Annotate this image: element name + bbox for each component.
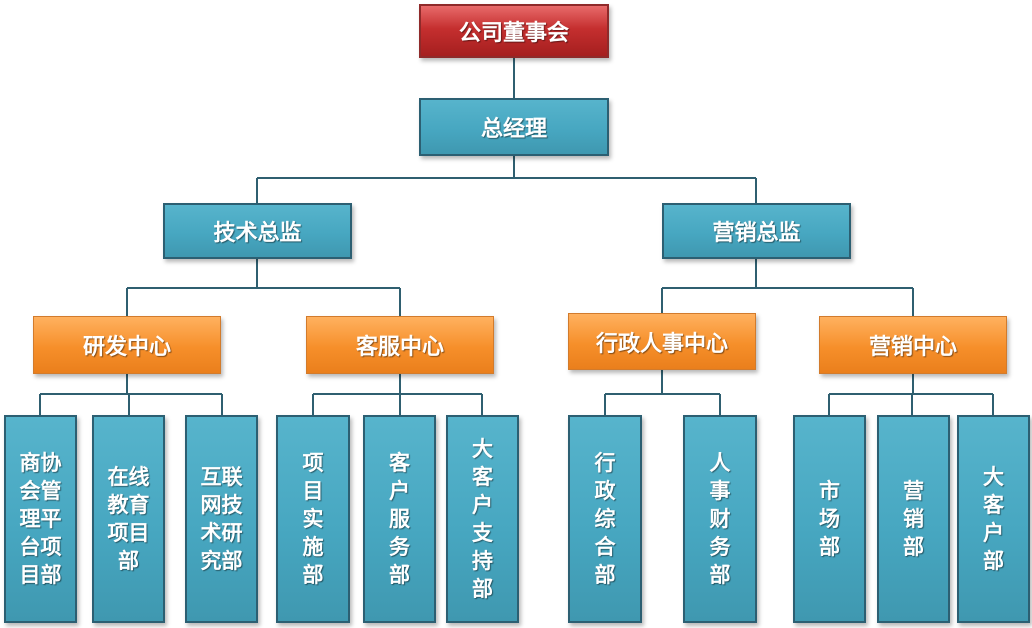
marketing-center-node: 营销中心 (819, 316, 1007, 374)
cs-center-label: 客服中心 (355, 335, 444, 360)
commerce-platform-department-node: 商协 会管 理平 台项 目部 (4, 415, 77, 623)
manager-to-directors-line (256, 156, 757, 203)
market-department-node: 市 场 部 (793, 415, 866, 623)
project-implementation-department-label: 项 目 实 施 部 (302, 451, 324, 587)
marketing-director-to-centers-line (661, 259, 914, 316)
hr-finance-department-label: 人 事 财 务 部 (709, 451, 731, 587)
internet-research-department-label: 互联 网技 术研 究部 (200, 465, 243, 573)
online-education-department-label: 在线 教育 项目 部 (107, 465, 150, 573)
rd-center-node: 研发中心 (33, 316, 221, 374)
general-manager-node: 总经理 (419, 98, 609, 156)
customer-service-department-label: 客 户 服 务 部 (389, 451, 410, 587)
key-account-support-department-node: 大 客 户 支 持 部 (446, 415, 519, 623)
key-account-support-department-label: 大 客 户 支 持 部 (472, 437, 493, 601)
admin-center-to-departments-line (604, 370, 721, 415)
sales-department-label: 营 销 部 (903, 479, 924, 559)
board-label: 公司董事会 (458, 21, 569, 46)
online-education-department-node: 在线 教育 项目 部 (92, 415, 165, 623)
internet-research-department-node: 互联 网技 术研 究部 (185, 415, 258, 623)
tech-director-label: 技术总监 (213, 221, 302, 246)
marketing-center-label: 营销中心 (868, 335, 957, 360)
cs-center-to-departments-line (312, 374, 483, 415)
admin-department-label: 行 政 综 合 部 (594, 451, 616, 587)
rd-center-to-departments-line (39, 374, 223, 415)
rd-center-label: 研发中心 (82, 335, 171, 360)
marketing-center-to-departments-line (828, 374, 994, 415)
admin-department-node: 行 政 综 合 部 (568, 415, 642, 623)
key-account-department-node: 大 客 户 部 (957, 415, 1030, 623)
marketing-director-node: 营销总监 (662, 203, 851, 259)
marketing-director-label: 营销总监 (712, 221, 801, 246)
general-manager-label: 总经理 (480, 117, 547, 142)
sales-department-node: 营 销 部 (877, 415, 950, 623)
admin-hr-center-label: 行政人事中心 (595, 331, 728, 357)
customer-service-department-node: 客 户 服 务 部 (363, 415, 436, 623)
cs-center-node: 客服中心 (306, 316, 494, 374)
commerce-platform-department-label: 商协 会管 理平 台项 目部 (19, 451, 62, 587)
project-implementation-department-node: 项 目 实 施 部 (276, 415, 350, 623)
board-node: 公司董事会 (419, 4, 609, 58)
key-account-department-label: 大 客 户 部 (983, 465, 1004, 573)
tech-director-to-centers-line (126, 259, 401, 316)
tech-director-node: 技术总监 (163, 203, 352, 259)
market-department-label: 市 场 部 (819, 479, 840, 559)
hr-finance-department-node: 人 事 财 务 部 (683, 415, 757, 623)
admin-hr-center-node: 行政人事中心 (568, 313, 756, 370)
